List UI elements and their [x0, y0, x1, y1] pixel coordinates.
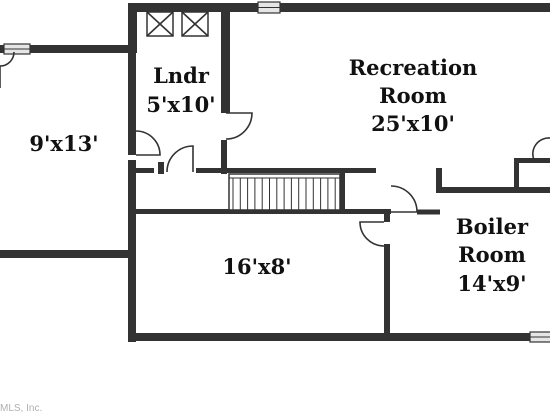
door-laundry-bottom: [166, 145, 194, 173]
recreation-name-line1: Recreation: [349, 55, 478, 80]
door-rec-room: [390, 185, 418, 213]
boiler-size: 14'x9': [457, 271, 526, 296]
door-boiler: [359, 221, 385, 247]
left-room-size: 9'x13': [29, 131, 98, 156]
walls: [0, 3, 550, 342]
recreation-size: 25'x10': [371, 111, 455, 136]
laundry-size: 5'x10': [146, 92, 215, 117]
door-laundry-right: [225, 112, 253, 140]
laundry-appliances: [146, 11, 209, 37]
hall-size: 16'x8': [222, 254, 291, 279]
room-labels: 9'x13' Lndr 5'x10' Recreation Room 25'x1…: [29, 55, 529, 296]
mls-credit: MLS, Inc.: [0, 403, 42, 413]
boiler-name-line2: Room: [458, 242, 526, 267]
boiler-name-line1: Boiler: [456, 214, 529, 239]
windows: [3, 1, 550, 343]
laundry-name: Lndr: [153, 63, 210, 88]
recreation-name-line2: Room: [379, 83, 447, 108]
door-laundry-left: [135, 130, 161, 156]
door-left-room: [0, 51, 15, 67]
staircase: [228, 173, 341, 211]
door-niche: [532, 137, 550, 161]
doors: [0, 51, 550, 247]
